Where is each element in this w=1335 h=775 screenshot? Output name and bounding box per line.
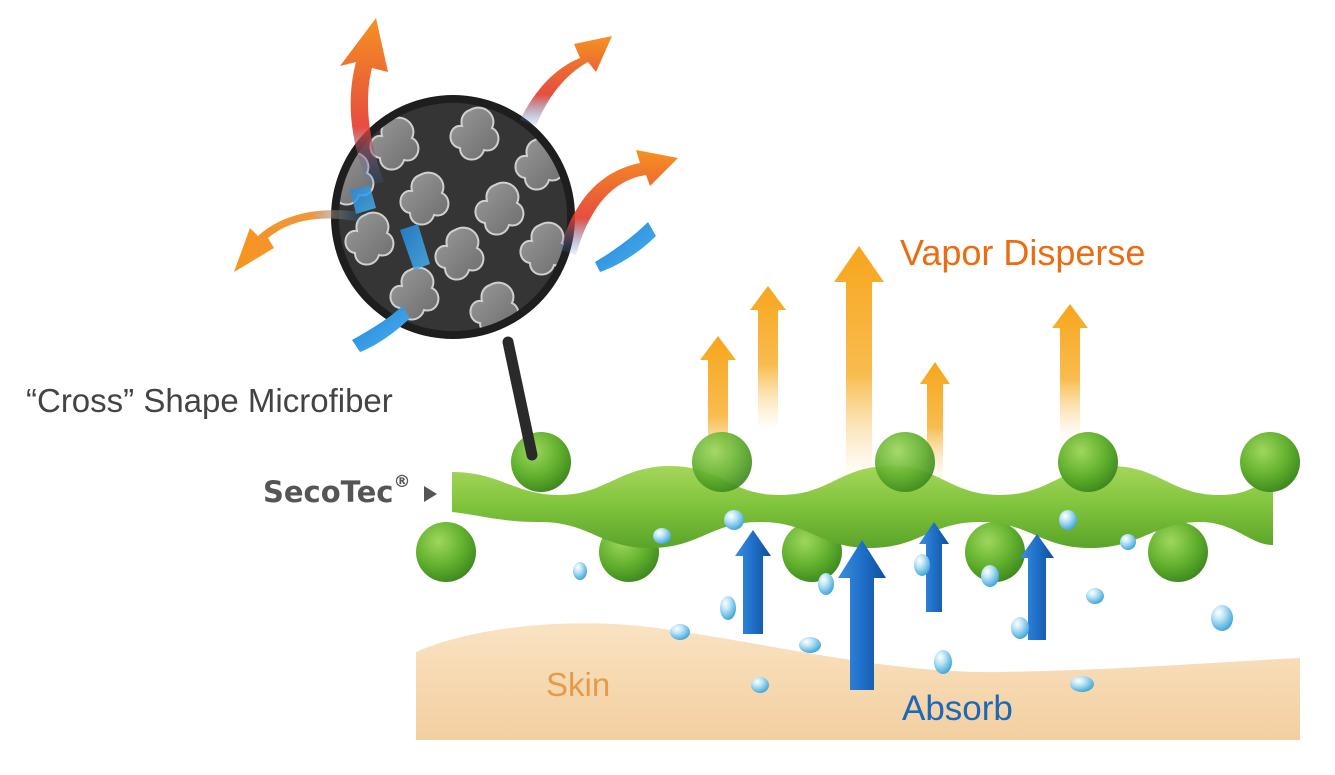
magnifier-pointer <box>502 336 538 461</box>
absorb-arrow-1 <box>735 530 771 634</box>
absorb-arrow-3 <box>919 522 949 612</box>
heat-arrow-up-left <box>340 18 388 185</box>
cold-arrow-lower-left <box>352 306 410 352</box>
triangle-right-icon <box>424 486 437 502</box>
heat-arrows <box>234 18 678 352</box>
heat-arrow-left <box>234 210 362 272</box>
brand-label: SecoTec® <box>263 474 410 509</box>
water-droplets <box>573 510 1233 693</box>
vapor-arrow-5 <box>1052 304 1088 440</box>
brand-name: SecoTec <box>263 475 394 509</box>
absorb-arrow-4 <box>1020 534 1054 640</box>
vapor-arrow-3 <box>834 246 884 480</box>
microfiber-label: “Cross” Shape Microfiber <box>26 382 393 419</box>
vapor-arrows <box>700 246 1088 480</box>
cold-arrow-right <box>595 222 656 272</box>
magnifier-circle-icon <box>331 95 575 339</box>
skin-label: Skin <box>546 666 611 703</box>
fabric-layer <box>452 466 1273 548</box>
vapor-arrow-2 <box>750 286 786 430</box>
heat-arrow-right <box>560 150 678 255</box>
absorb-arrows <box>735 522 1054 690</box>
heat-arrow-up-right <box>520 36 612 126</box>
absorb-label: Absorb <box>902 689 1013 728</box>
registered-mark: ® <box>393 472 411 492</box>
absorb-arrow-2 <box>838 540 886 690</box>
vapor-disperse-label: Vapor Disperse <box>900 232 1146 273</box>
